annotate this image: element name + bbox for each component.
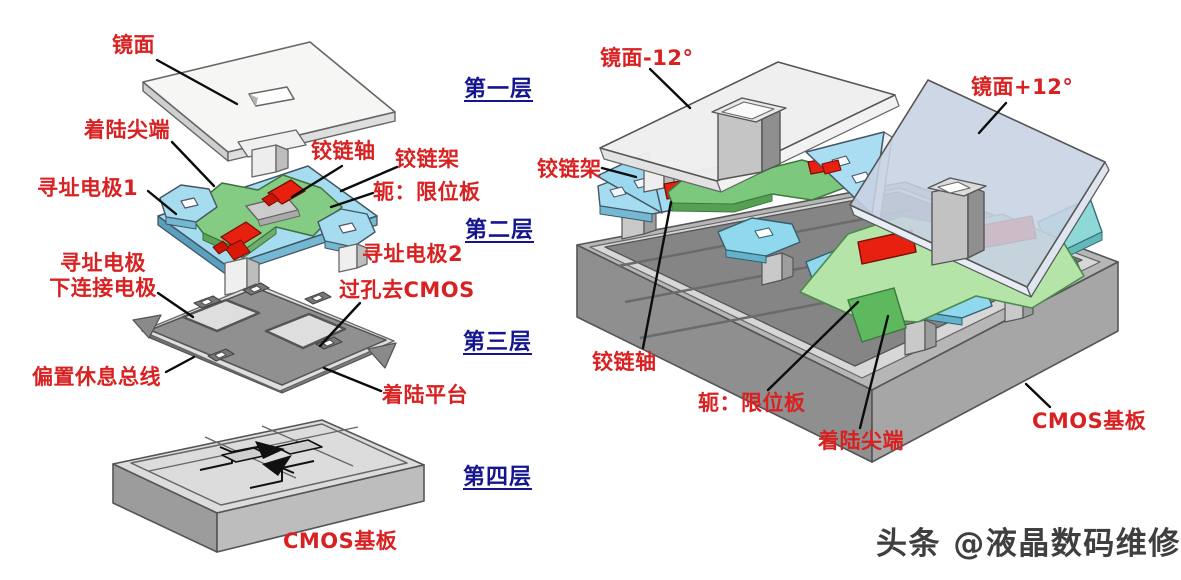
label-bias-reset-bus: 偏置休息总线 (32, 365, 161, 389)
right-right-cell-illustration (799, 79, 1110, 343)
watermark: 头条 @液晶数码维修 (876, 526, 1181, 562)
label-via-to-cmos: 过孔去CMOS (339, 278, 475, 302)
label-mirror-plus-12: 镜面+12° (971, 75, 1074, 99)
label-yoke-limit-plate-right: 轭：限位板 (698, 391, 806, 415)
label-cmos-substrate-right: CMOS基板 (1032, 409, 1147, 433)
left-layer2-yoke-illustration (157, 165, 378, 296)
label-yoke-limit-plate: 轭：限位板 (373, 180, 481, 204)
label-cmos-substrate-left: CMOS基板 (283, 529, 398, 553)
label-address-electrode-lower-line1: 寻址电极 (60, 251, 146, 275)
label-layer-2: 第二层 (465, 218, 535, 243)
left-layer3-metal-illustration (132, 282, 397, 394)
label-hinge-axis-right: 铰链轴 (592, 350, 657, 374)
label-address-electrode-lower-line2: 下连接电极 (49, 275, 157, 300)
left-layer4-cmos-illustration (112, 419, 425, 553)
label-landing-tip: 着陆尖端 (84, 118, 170, 142)
label-landing-tip-right: 着陆尖端 (818, 429, 904, 453)
label-mirror-minus-12: 镜面-12° (600, 46, 694, 70)
label-address-electrode-2: 寻址电极2 (362, 242, 464, 266)
leader-lines (146, 58, 1052, 430)
label-layer-1: 第一层 (464, 77, 534, 102)
left-layer1-mirror-illustration (142, 41, 396, 178)
label-hinge-frame-right: 铰链架 (537, 157, 602, 181)
label-hinge-frame: 铰链架 (395, 147, 460, 171)
label-layer-4: 第四层 (463, 465, 533, 490)
label-hinge-axis: 铰链轴 (311, 139, 376, 163)
label-layer-3: 第三层 (463, 330, 533, 355)
label-address-electrode-1: 寻址电极1 (37, 176, 139, 200)
label-mirror: 镜面 (112, 33, 155, 57)
label-landing-platform: 着陆平台 (382, 383, 468, 407)
label-address-electrode-lower: 寻址电极下连接电极 (36, 251, 170, 301)
